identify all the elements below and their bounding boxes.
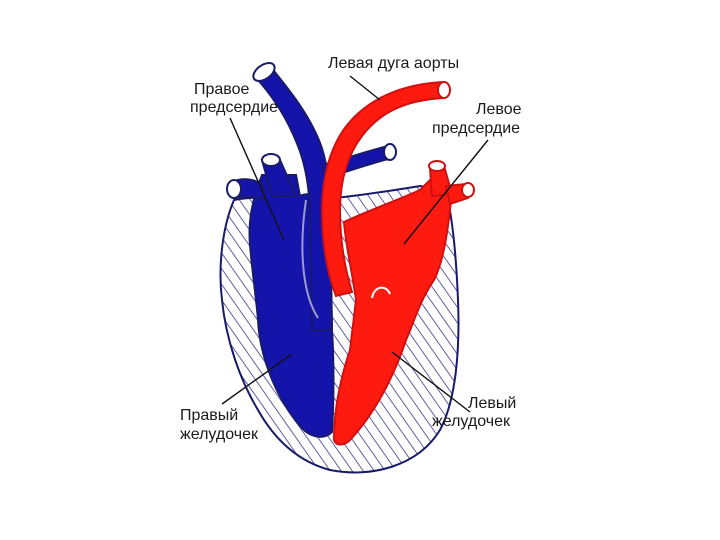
pulmonary-branch-opening [383, 143, 397, 161]
pulmonary-trunk [256, 64, 334, 331]
label-right-ventricle-l2: желудочек [180, 426, 259, 443]
right-vein-left-opening [226, 179, 242, 199]
label-right-atrium: Правое предсердие [190, 81, 278, 116]
left-aortic-arch [320, 80, 445, 298]
leader-aortic-arch [349, 75, 381, 101]
leader-right-ventricle [221, 353, 293, 405]
left-vein-right-opening [461, 182, 475, 198]
left-vein-top-opening [428, 160, 446, 172]
label-left-atrium-l1: Левое [476, 101, 522, 118]
label-left-ventricle: Левый желудочек [432, 395, 521, 430]
label-right-ventricle: Правый желудочек [180, 407, 259, 443]
label-left-atrium-l2: предсердие [432, 120, 520, 137]
right-vein-top-opening [261, 153, 281, 167]
valve-curl [371, 286, 391, 299]
leader-left-atrium [403, 139, 489, 245]
label-aortic-arch: Левая дуга аорты [328, 55, 459, 72]
label-left-ventricle-l2: желудочек [432, 413, 511, 430]
label-right-ventricle-l1: Правый [180, 407, 238, 424]
aortic-arch-opening [437, 81, 451, 99]
septum-line [301, 199, 319, 319]
leader-right-atrium [229, 117, 285, 241]
label-left-ventricle-l1: Левый [468, 395, 516, 412]
pulmonary-opening [252, 62, 276, 82]
label-left-atrium: Левое предсердие [432, 101, 526, 137]
leader-left-ventricle [391, 351, 471, 413]
label-right-atrium-l1: Правое [194, 81, 250, 98]
label-right-atrium-l2: предсердие [190, 99, 278, 116]
